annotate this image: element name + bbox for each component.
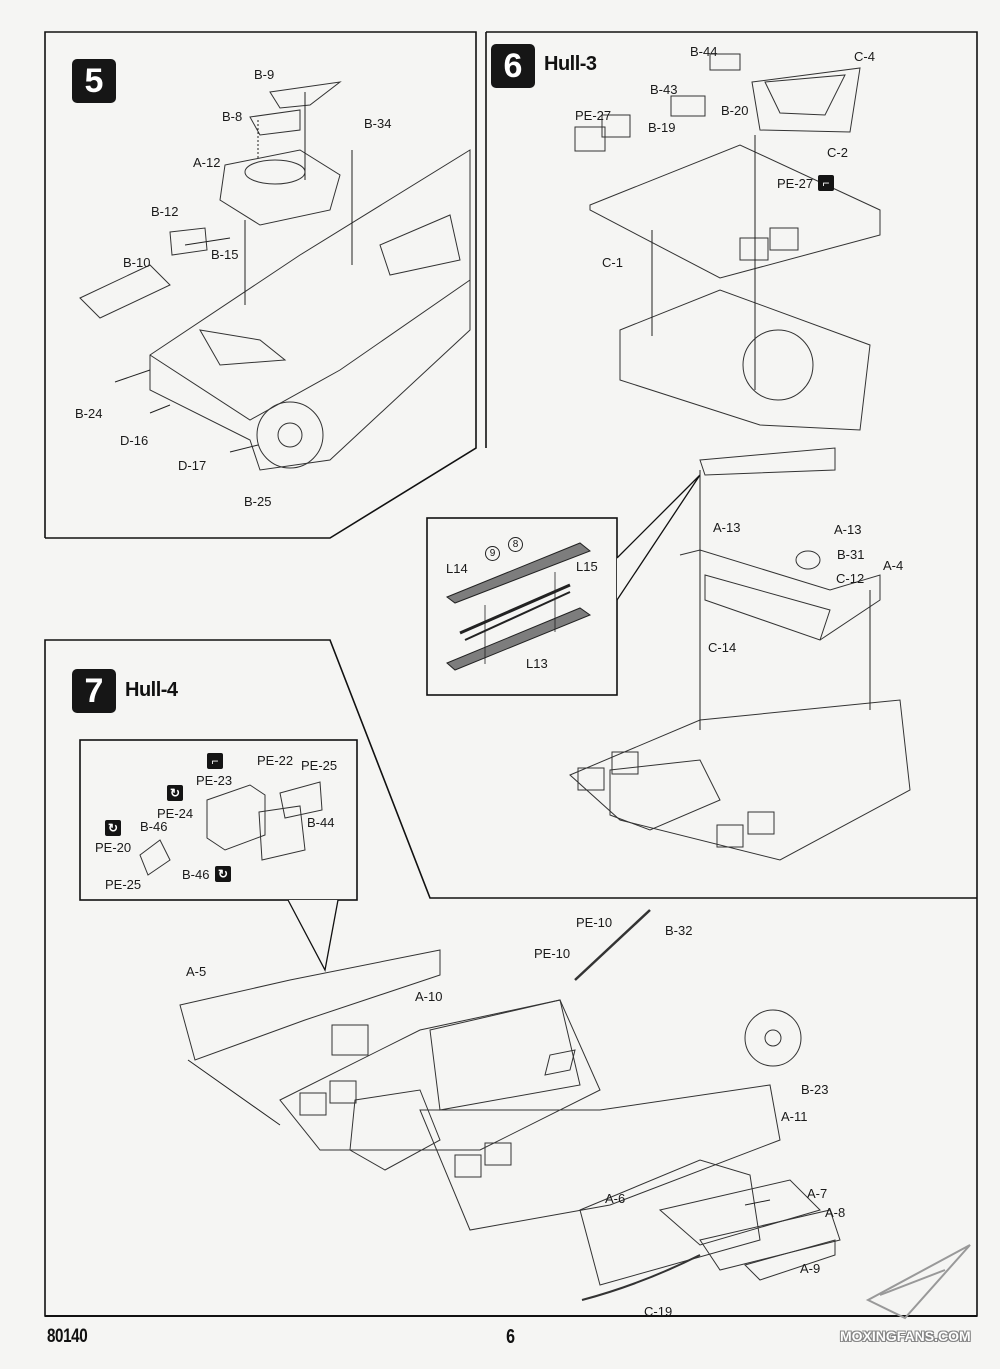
kit-number: 80140 [47, 1326, 88, 1347]
radio-assembly-drawing [139, 781, 323, 876]
part-label: B-12 [151, 204, 179, 219]
part-label: B-44 [690, 44, 718, 59]
step6-inset-border [426, 517, 618, 696]
part-label: A-12 [193, 155, 221, 170]
part-label: B-43 [650, 82, 678, 97]
watermark-text: MOXINGFANS.COM [840, 1328, 971, 1344]
step7-hull-drawing [179, 909, 841, 1301]
part-label: PE-10 [576, 915, 613, 930]
part-label: C-14 [708, 640, 737, 655]
part-label: L15 [576, 559, 598, 574]
part-label: PE-27 [777, 176, 814, 191]
part-label: PE-23 [196, 773, 233, 788]
bend-icon: ↻ [215, 866, 231, 882]
part-label: B-24 [75, 406, 103, 421]
part-label: B-20 [721, 103, 749, 118]
part-label: PE-25 [301, 758, 338, 773]
bend-icon: ↻ [167, 785, 183, 801]
part-label: B-46 [182, 867, 210, 882]
part-label: PE-24 [157, 806, 194, 821]
step6-hull-drawing [569, 53, 911, 861]
part-label: A-5 [186, 964, 207, 979]
part-label: C-19 [644, 1304, 673, 1319]
part-label: PE-27 [575, 108, 612, 123]
part-label: A-13 [834, 522, 862, 537]
step6-panel-border [44, 31, 978, 1317]
part-label: C-12 [836, 571, 865, 586]
step5-panel-border [44, 31, 477, 539]
part-label: B-31 [837, 547, 865, 562]
step7-inset-border [79, 739, 358, 901]
part-label: B-23 [801, 1082, 829, 1097]
step5-hull-drawing [79, 81, 471, 471]
part-label: L14 [446, 561, 468, 576]
callout-9: 9 [485, 546, 500, 561]
part-label: PE-10 [534, 946, 571, 961]
page-number: 6 [506, 1326, 516, 1348]
step-6-badge: 6 [491, 44, 535, 88]
part-label: A-11 [781, 1109, 808, 1124]
part-label: B-15 [211, 247, 239, 262]
inset-barrel-case-drawing [445, 542, 592, 671]
part-label: L13 [526, 656, 548, 671]
part-label: B-34 [364, 116, 392, 131]
part-label: PE-20 [95, 840, 132, 855]
pe-cutter-icon: ⌐ [818, 175, 834, 191]
part-label: A-7 [807, 1186, 828, 1201]
part-label: D-17 [178, 458, 207, 473]
callout-8: 8 [508, 537, 523, 552]
part-label: A-9 [800, 1261, 821, 1276]
part-label: A-8 [825, 1205, 846, 1220]
watermark-plane-icon [865, 1244, 971, 1320]
bend-icon: ↻ [105, 820, 121, 836]
part-label: B-25 [244, 494, 272, 509]
part-label: B-44 [307, 815, 335, 830]
step-7-title: Hull-4 [125, 679, 178, 701]
part-label: B-46 [140, 819, 168, 834]
part-label: A-10 [415, 989, 443, 1004]
step-7-badge: 7 [72, 669, 116, 713]
step-6-title: Hull-3 [544, 53, 597, 75]
part-label: A-4 [883, 558, 904, 573]
part-label: B-9 [254, 67, 275, 82]
part-label: C-4 [854, 49, 875, 64]
part-label: C-1 [602, 255, 623, 270]
part-label: B-32 [665, 923, 693, 938]
part-label: C-2 [827, 145, 848, 160]
step-5-badge: 5 [72, 59, 116, 103]
part-label: D-16 [120, 433, 149, 448]
part-label: A-6 [605, 1191, 626, 1206]
pe-cutter-icon: ⌐ [207, 753, 223, 769]
part-label: PE-22 [257, 753, 294, 768]
part-label: PE-25 [105, 877, 142, 892]
part-label: B-19 [648, 120, 676, 135]
part-label: B-8 [222, 109, 243, 124]
part-label: A-13 [713, 520, 741, 535]
part-label: B-10 [123, 255, 151, 270]
